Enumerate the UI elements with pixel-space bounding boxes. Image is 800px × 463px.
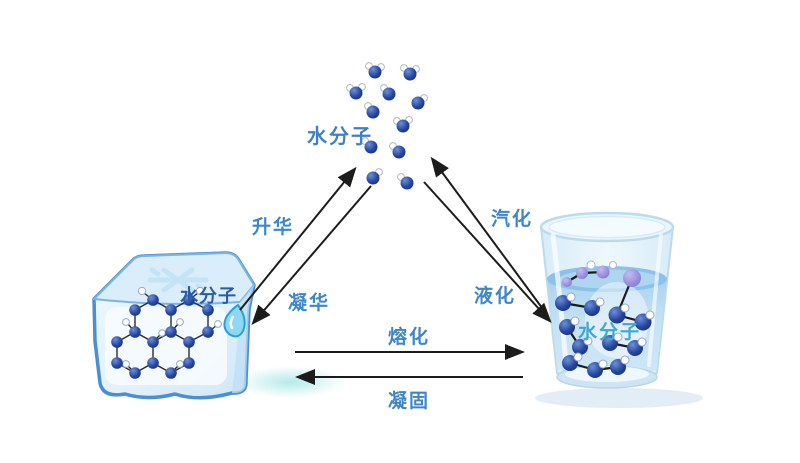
vapor-state-label: 水分子 [307, 126, 373, 148]
melting-label: 熔化 [388, 327, 431, 348]
freezing-label: 凝固 [388, 391, 431, 412]
liquid-state-label: 水分子 [578, 322, 642, 343]
vaporization-label: 汽化 [491, 209, 534, 230]
water-droplet [223, 303, 246, 338]
ice-cube-illustration [78, 243, 264, 413]
deposition-label: 凝华 [288, 293, 331, 314]
liquid-molecules [555, 260, 655, 378]
liquefaction-arrow [423, 181, 552, 323]
sublimation-label: 升华 [252, 217, 295, 238]
vapor-molecules-illustration [330, 50, 460, 200]
hydrogen-atoms [122, 286, 222, 368]
oxygen-atoms [111, 294, 214, 379]
glass-shadow [535, 388, 703, 408]
water-glass-illustration [533, 205, 703, 410]
deposition-arrow [251, 185, 372, 326]
vaporization-arrow [430, 156, 549, 317]
ice-glow [235, 366, 345, 398]
liquefaction-label: 液化 [474, 286, 517, 307]
sublimation-arrow [239, 166, 357, 311]
ice-state-label: 水分子 [180, 286, 237, 306]
vapor-molecules [346, 62, 428, 190]
